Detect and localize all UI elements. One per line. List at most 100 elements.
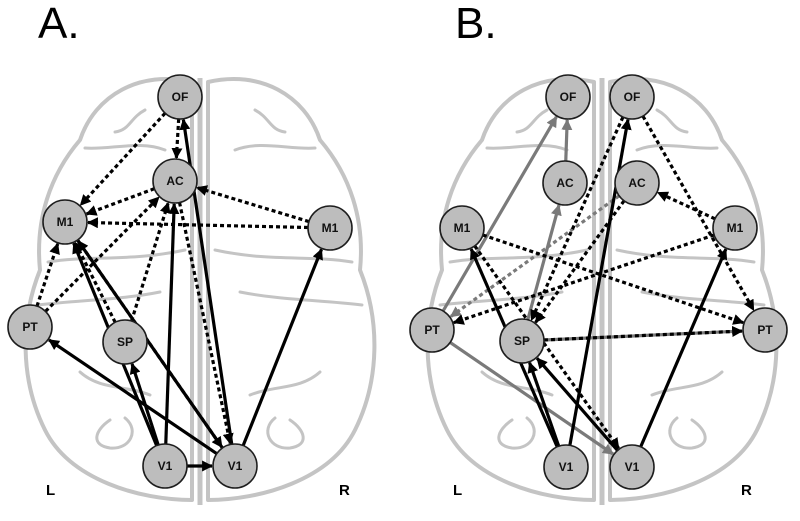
right-hemisphere-outline <box>608 77 779 502</box>
node-ofr: OF <box>609 74 655 120</box>
node-circle <box>307 205 353 251</box>
edge-ofr-to-ptr <box>641 115 755 311</box>
node-label: SP <box>514 334 530 348</box>
node-label: AC <box>628 176 646 190</box>
sulcus-line <box>95 416 134 450</box>
edge-m1l-to-ptr <box>482 233 745 325</box>
sulcus-line <box>448 248 589 264</box>
sulcus-line <box>485 144 569 152</box>
left-hemisphere-outline <box>425 77 596 502</box>
node-circle <box>212 443 258 489</box>
node-circle <box>499 318 545 364</box>
edge-m1r-to-ptl <box>452 233 715 325</box>
edge-pt-to-ac <box>44 196 160 313</box>
sulcus-line <box>233 144 317 152</box>
edges-panel-a <box>35 112 323 472</box>
edge-m1r-to-m1l <box>86 217 309 230</box>
panel-b-right-label: R <box>741 482 752 499</box>
node-label: M1 <box>454 221 471 235</box>
sulcus-line <box>497 416 536 450</box>
panel-b-left-label: L <box>453 482 463 499</box>
brain-outline-a <box>23 77 377 505</box>
brain-outline-b <box>425 77 779 505</box>
node-label: V1 <box>559 460 574 474</box>
node-label: M1 <box>57 215 74 229</box>
edge-v1r-to-m1r <box>241 248 323 447</box>
node-circle <box>742 307 788 353</box>
node-label: OF <box>172 90 189 104</box>
sulcus-line <box>78 370 152 397</box>
edge-of-to-m1l <box>79 112 167 207</box>
edge-ac-to-m1l <box>85 187 155 216</box>
node-label: V1 <box>625 460 640 474</box>
node-of: OF <box>157 74 203 120</box>
node-m1l: M1 <box>439 205 485 251</box>
sulcus-line <box>253 108 287 134</box>
node-m1r: M1 <box>712 205 758 251</box>
node-pt: PT <box>7 304 53 350</box>
edge-sp-to-acl <box>526 204 562 321</box>
node-sp: SP <box>499 318 545 364</box>
edge-m1l-to-v1r <box>473 245 620 450</box>
edge-m1r-to-ac <box>195 185 310 224</box>
node-v1l: V1 <box>142 443 188 489</box>
sulcus-line <box>615 248 756 264</box>
edge-sp-to-m1l <box>73 241 117 324</box>
node-m1l: M1 <box>42 199 88 245</box>
node-circle <box>542 160 588 206</box>
edge-v1l-to-sp <box>527 361 561 447</box>
node-sp: SP <box>102 319 148 365</box>
sulcus-line <box>438 290 564 307</box>
node-label: PT <box>22 320 38 334</box>
node-label: OF <box>624 90 641 104</box>
left-hemisphere-outline <box>23 77 194 502</box>
edge-m1r-to-acr <box>656 191 716 221</box>
sulcus-line <box>266 416 305 450</box>
node-circle <box>142 443 188 489</box>
panel-a-right-label: R <box>339 482 350 499</box>
sulcus-line <box>655 108 689 134</box>
node-circle <box>712 205 758 251</box>
node-circle <box>545 74 591 120</box>
edge-v1l-to-sp <box>129 362 160 446</box>
panel-a-title: A. <box>38 0 80 48</box>
node-label: M1 <box>322 221 339 235</box>
sulcus-line <box>213 248 354 264</box>
node-m1r: M1 <box>307 205 353 251</box>
panel-a-left-label: L <box>46 482 56 499</box>
node-circle <box>439 205 485 251</box>
node-v1r: V1 <box>212 443 258 489</box>
edges-panel-b <box>441 115 755 456</box>
edge-ptl-to-v1r <box>449 341 614 456</box>
sulcus-line <box>635 144 719 152</box>
node-label: V1 <box>158 459 173 473</box>
sulcus-line <box>668 416 707 450</box>
node-circle <box>102 319 148 365</box>
edge-v1r-to-pt <box>48 338 218 455</box>
node-label: V1 <box>228 459 243 473</box>
sulcus-line <box>515 108 549 134</box>
node-ofl: OF <box>545 74 591 120</box>
node-label: OF <box>560 90 577 104</box>
node-circle <box>42 199 88 245</box>
edge-pt-to-m1l <box>35 242 60 307</box>
node-circle <box>609 444 655 490</box>
node-v1l: V1 <box>543 444 589 490</box>
edge-v1l-to-ac <box>164 202 180 445</box>
node-label: M1 <box>727 221 744 235</box>
node-circle <box>409 307 455 353</box>
node-circle <box>157 74 203 120</box>
edge-m1l-to-v1r <box>76 239 224 449</box>
node-label: AC <box>166 174 184 188</box>
sulcus-line <box>83 144 167 152</box>
node-ptr: PT <box>742 307 788 353</box>
node-circle <box>152 158 198 204</box>
edge-ac-to-v1r <box>177 202 234 445</box>
sulcus-line <box>480 370 554 397</box>
edge-v1r-to-m1r <box>639 248 728 448</box>
node-ac: AC <box>152 158 198 204</box>
